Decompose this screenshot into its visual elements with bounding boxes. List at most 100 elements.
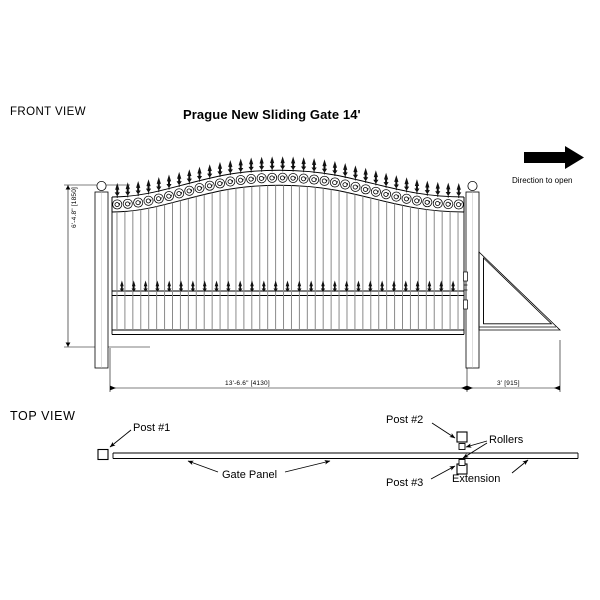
scroll-ornament bbox=[411, 195, 423, 206]
scroll-ornament bbox=[122, 198, 133, 209]
scroll-ornament bbox=[298, 173, 309, 184]
callout-post-3: Post #3 bbox=[386, 477, 424, 489]
mid-rail-finial bbox=[119, 280, 125, 292]
mid-rail-finial bbox=[344, 280, 349, 292]
spear-finial bbox=[176, 171, 182, 186]
dimension-gate-width bbox=[109, 300, 468, 392]
spear-finial bbox=[363, 167, 369, 182]
mid-rail-finial bbox=[403, 280, 408, 292]
scroll-ornament bbox=[194, 183, 205, 194]
scroll-ornament bbox=[133, 197, 144, 208]
spear-finial bbox=[301, 157, 307, 171]
gate-mid-finials bbox=[119, 280, 456, 292]
mid-rail-finial bbox=[297, 280, 302, 292]
top-view-rollers bbox=[458, 443, 466, 466]
front-post-left bbox=[94, 180, 109, 369]
scroll-ornament bbox=[184, 185, 195, 196]
post-cap-ring-left bbox=[96, 180, 107, 191]
mid-rail-finial bbox=[143, 280, 148, 292]
scroll-ornament bbox=[453, 199, 464, 210]
callout-rollers: Rollers bbox=[489, 434, 524, 446]
spear-finial bbox=[135, 181, 141, 195]
spear-finial bbox=[166, 174, 172, 188]
mid-rail-finial bbox=[332, 280, 338, 292]
mid-rail-finial bbox=[178, 280, 184, 292]
gate-top-finials bbox=[114, 156, 462, 198]
spear-finial bbox=[280, 156, 286, 170]
direction-to-open-label: Direction to open bbox=[512, 176, 573, 185]
gate-pickets bbox=[116, 185, 459, 330]
spear-finial bbox=[290, 156, 296, 170]
spear-finial bbox=[373, 170, 379, 184]
scroll-ornament bbox=[235, 174, 246, 186]
scroll-ornament bbox=[174, 188, 185, 199]
scroll-ornament bbox=[256, 173, 267, 184]
mid-rail-finial bbox=[368, 280, 373, 292]
scroll-ornament bbox=[277, 172, 288, 183]
mid-rail-finial bbox=[379, 280, 385, 292]
scroll-ornament bbox=[401, 193, 412, 204]
spear-finial bbox=[186, 169, 192, 183]
scroll-ornament bbox=[422, 197, 433, 208]
mid-rail-finial bbox=[190, 280, 196, 292]
dimension-extension-width bbox=[467, 340, 561, 392]
mid-rail-finial bbox=[450, 280, 456, 292]
scroll-ornament bbox=[443, 198, 454, 210]
front-view-label: FRONT VIEW bbox=[10, 106, 86, 118]
top-view-leader-lines bbox=[109, 422, 529, 480]
callout-post-2: Post #2 bbox=[386, 414, 424, 426]
spear-finial bbox=[445, 182, 451, 196]
scroll-ornament bbox=[225, 176, 236, 187]
mid-rail-finial bbox=[439, 280, 444, 292]
spear-finial bbox=[352, 165, 359, 179]
scroll-ornament bbox=[370, 186, 381, 197]
mid-rail-finial bbox=[214, 280, 219, 292]
scroll-ornament bbox=[246, 173, 257, 185]
spear-finial bbox=[321, 159, 328, 173]
spear-finial bbox=[196, 166, 203, 181]
top-view-label: TOP VIEW bbox=[10, 409, 76, 423]
arrow-right-icon bbox=[524, 146, 584, 169]
mid-rail-finial bbox=[131, 280, 136, 292]
mid-rail-finial bbox=[226, 280, 231, 292]
mid-rail-finial bbox=[155, 280, 160, 292]
callout-extension: Extension bbox=[452, 473, 501, 485]
spear-finial bbox=[393, 175, 399, 189]
top-view-post-1 bbox=[97, 448, 109, 461]
gate-scroll-ornaments bbox=[112, 172, 464, 210]
gate-panel-front bbox=[111, 156, 465, 335]
scroll-ornament bbox=[112, 199, 123, 210]
mid-rail-finial bbox=[285, 280, 290, 292]
scroll-ornament bbox=[340, 179, 351, 190]
top-view-post-2 bbox=[456, 431, 468, 443]
spear-finial bbox=[259, 156, 265, 171]
top-view-drawing bbox=[97, 422, 579, 480]
dimension-extension-width-label: 3' [915] bbox=[497, 380, 520, 387]
spear-finial bbox=[269, 156, 275, 170]
gate-extension-truss bbox=[478, 251, 561, 331]
scroll-ornament bbox=[319, 175, 330, 186]
mid-rail-finial bbox=[308, 280, 314, 292]
spear-finial bbox=[227, 160, 233, 174]
scroll-ornament bbox=[214, 178, 226, 189]
spear-finial bbox=[156, 177, 162, 191]
spear-finial bbox=[332, 160, 338, 175]
spear-finial bbox=[404, 177, 410, 191]
scroll-ornament bbox=[380, 189, 392, 200]
callout-post-1: Post #1 bbox=[133, 422, 171, 434]
spear-finial bbox=[424, 180, 430, 195]
mid-rail-finial bbox=[273, 280, 278, 292]
spear-finial bbox=[311, 158, 317, 172]
spear-finial bbox=[125, 182, 131, 196]
mid-rail-finial bbox=[320, 280, 326, 292]
scroll-ornament bbox=[432, 198, 443, 209]
mid-rail-finial bbox=[391, 280, 397, 292]
mid-rail-finial bbox=[356, 280, 361, 292]
scroll-ornament bbox=[267, 172, 278, 183]
scroll-ornament bbox=[391, 191, 402, 202]
post-cap-ring-right bbox=[467, 180, 478, 191]
scroll-ornament bbox=[329, 177, 340, 188]
scroll-ornament bbox=[308, 174, 320, 185]
